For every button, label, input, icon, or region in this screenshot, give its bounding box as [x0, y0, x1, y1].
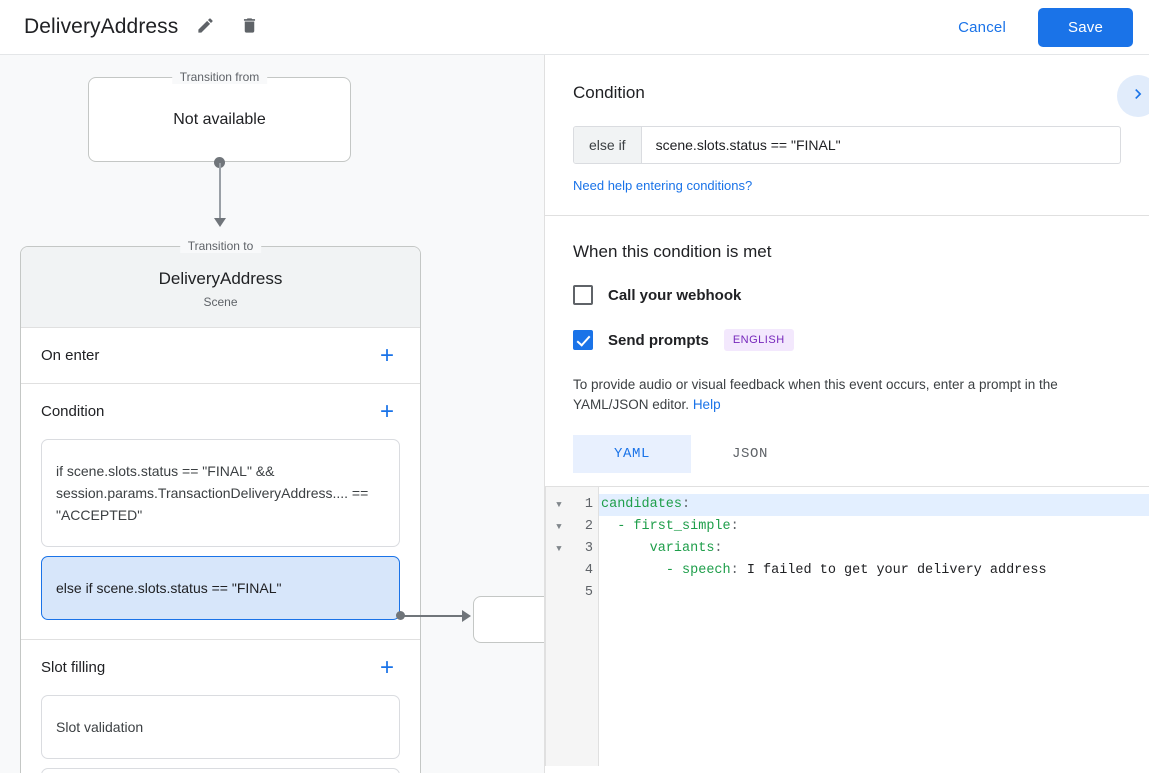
transition-to-node: Transition to DeliveryAddress Scene On e… [20, 239, 421, 773]
cancel-button[interactable]: Cancel [940, 10, 1024, 45]
when-condition-met-section: When this condition is met Call your web… [545, 216, 1149, 473]
spacer [41, 629, 400, 639]
fold-triangle-icon[interactable]: ▼ [556, 500, 562, 510]
condition-heading: Condition [573, 83, 645, 102]
line-number: 1 [584, 497, 593, 512]
body-container: Transition from Not available Transition… [0, 55, 1149, 773]
prompts-help-link[interactable]: Help [692, 397, 721, 412]
when-met-heading: When this condition is met [573, 242, 772, 261]
condition-section: Condition else if Need help entering con… [545, 55, 1149, 216]
webhook-checkbox-row[interactable]: Call your webhook [573, 285, 1121, 305]
editor-line-numbers: 1 2 3 4 5 [572, 487, 599, 766]
add-slot-filling-button[interactable]: + [379, 653, 394, 681]
code-line[interactable]: variants: [649, 541, 723, 556]
section-title-on-enter: On enter [41, 347, 100, 364]
code-line[interactable]: candidates: [599, 494, 1149, 516]
condition-input-row: else if [573, 126, 1121, 164]
line-number: 2 [584, 519, 593, 534]
connector-dot-from [214, 157, 225, 168]
transition-to-legend: Transition to [179, 239, 262, 253]
send-prompts-checkbox-row[interactable]: Send prompts ENGLISH [573, 329, 1121, 351]
fold-triangle-icon[interactable]: ▼ [556, 544, 562, 554]
transition-from-title: Not available [173, 110, 266, 128]
edit-button[interactable] [188, 10, 222, 44]
fold-triangle-icon [546, 582, 572, 604]
editor-code-area[interactable]: candidates: - first_simple: variants: - … [599, 487, 1149, 766]
call-webhook-checkbox[interactable] [573, 285, 593, 305]
section-header-on-enter: On enter + [41, 328, 400, 383]
connector-line-horizontal [402, 615, 465, 617]
fold-triangle-icon [546, 560, 572, 582]
line-number: 3 [584, 541, 593, 556]
graph-panel: Transition from Not available Transition… [0, 55, 545, 773]
section-header-slot-filling: Slot filling + [41, 640, 400, 695]
send-prompts-checkbox[interactable] [573, 330, 593, 350]
prompts-description-text: To provide audio or visual feedback when… [573, 377, 1058, 412]
line-number: 4 [584, 563, 593, 578]
connector-arrow-down [213, 218, 226, 227]
condition-input[interactable] [641, 127, 1120, 163]
connector-line-vertical [219, 163, 221, 223]
editor-fold-gutter[interactable]: ▼ ▼ ▼ [546, 487, 572, 766]
pencil-icon [196, 16, 215, 38]
tab-yaml[interactable]: YAML [573, 435, 691, 473]
transition-from-node[interactable]: Transition from Not available [88, 70, 351, 162]
section-title-condition: Condition [41, 403, 105, 420]
target-node-empty[interactable] [473, 596, 544, 643]
section-title-slot-filling: Slot filling [41, 659, 106, 676]
detail-panel: Condition else if Need help entering con… [545, 55, 1149, 773]
code-line[interactable] [599, 582, 1149, 604]
line-number: 5 [584, 585, 593, 600]
app-header: DeliveryAddress Cancel Save [0, 0, 1149, 55]
prompts-description: To provide audio or visual feedback when… [573, 375, 1121, 415]
page-title: DeliveryAddress [24, 15, 179, 38]
tab-json[interactable]: JSON [731, 446, 768, 462]
send-prompts-label: Send prompts [608, 331, 709, 349]
fold-triangle-icon[interactable]: ▼ [556, 522, 562, 532]
condition-item-selected[interactable]: else if scene.slots.status == "FINAL" [41, 556, 400, 620]
condition-item[interactable]: if scene.slots.status == "FINAL" && sess… [41, 439, 400, 547]
trash-icon [240, 16, 259, 38]
add-on-enter-button[interactable]: + [379, 341, 394, 369]
delete-button[interactable] [232, 10, 266, 44]
condition-help-link[interactable]: Need help entering conditions? [573, 178, 753, 193]
expand-panel-button[interactable] [1117, 75, 1149, 117]
section-condition: Condition + if scene.slots.status == "FI… [21, 384, 420, 640]
code-line[interactable]: - first_simple: [617, 519, 739, 534]
save-button[interactable]: Save [1038, 7, 1133, 47]
language-badge: ENGLISH [723, 329, 794, 351]
slot-validation-item[interactable]: Slot validation [41, 695, 400, 759]
scene-header[interactable]: DeliveryAddress Scene [21, 247, 420, 328]
code-line[interactable]: - speech: I failed to get your delivery … [665, 563, 1047, 578]
call-webhook-label: Call your webhook [608, 286, 742, 304]
connector-dot-condition [396, 611, 405, 620]
editor-format-tabs: YAML JSON [573, 435, 1121, 473]
section-header-condition: Condition + [41, 384, 400, 439]
scene-subtitle: Scene [203, 295, 238, 309]
slot-item-transaction-delivery-address[interactable]: TransactionDeliveryAddress [41, 768, 400, 773]
add-condition-button[interactable]: + [379, 397, 394, 425]
condition-prefix-label: else if [574, 127, 642, 163]
yaml-editor[interactable]: ▼ ▼ ▼ 1 2 3 4 5 candidates: - first_simple: va… [545, 486, 1149, 766]
section-slot-filling: Slot filling + Slot validation Transacti… [21, 640, 420, 773]
connector-arrow-right [462, 609, 471, 622]
chevron-right-icon [1128, 84, 1148, 109]
section-on-enter: On enter + [21, 328, 420, 384]
transition-from-legend: Transition from [171, 70, 268, 84]
scene-name: DeliveryAddress [158, 269, 283, 288]
